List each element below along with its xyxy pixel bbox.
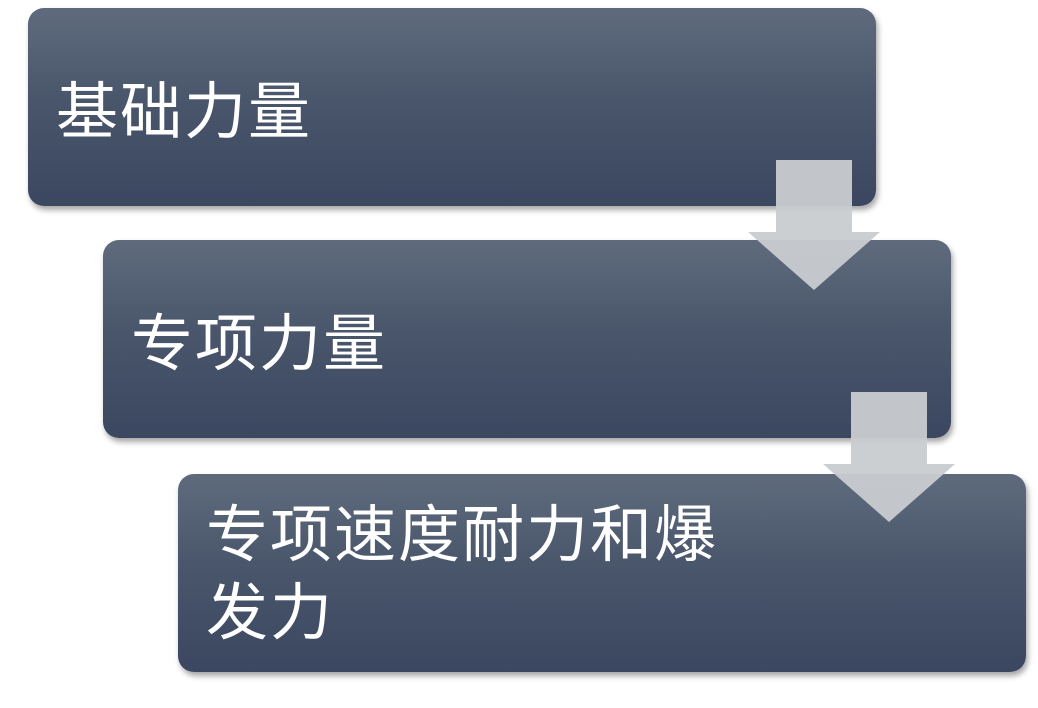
down-arrow-icon — [823, 392, 955, 522]
step-special-speed-endurance-power: 专项速度耐力和爆发力 — [178, 474, 1026, 672]
step-label: 专项力量 — [131, 307, 388, 380]
step-label: 专项速度耐力和爆发力 — [206, 498, 719, 649]
step-label: 基础力量 — [56, 75, 313, 148]
down-arrow-icon — [748, 160, 880, 290]
step-basic-strength: 基础力量 — [28, 8, 876, 206]
